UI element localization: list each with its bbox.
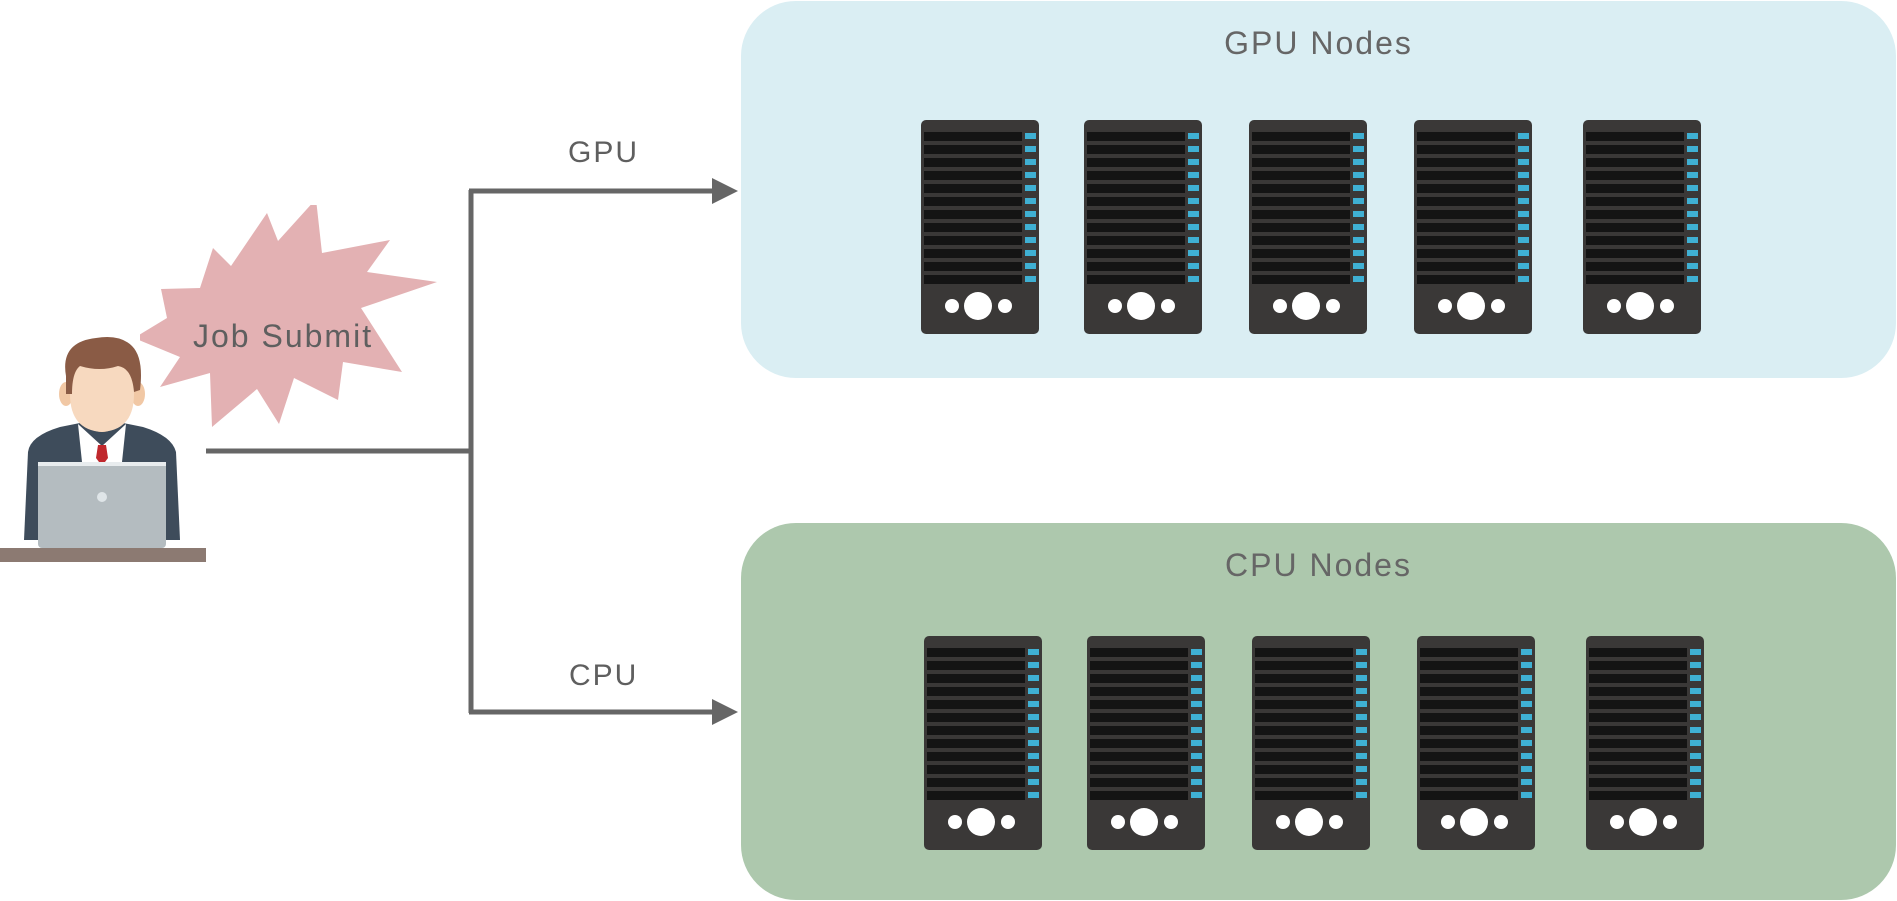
gpu-server-icon <box>1414 120 1532 334</box>
gpu-nodes-title: GPU Nodes <box>1224 25 1413 61</box>
cpu-server-icon <box>1586 636 1704 850</box>
cpu-nodes-title: CPU Nodes <box>1225 547 1412 583</box>
job-submit-label: Job Submit <box>193 318 374 354</box>
cpu-server-icon <box>1252 636 1370 850</box>
gpu-server-icon <box>1084 120 1202 334</box>
gpu-server-icon <box>1583 120 1701 334</box>
gpu-server-icon <box>921 120 1039 334</box>
cpu-server-icon <box>924 636 1042 850</box>
cpu-server-icon <box>1417 636 1535 850</box>
gpu-arrowhead <box>712 178 738 204</box>
user-at-laptop-icon <box>0 337 206 562</box>
explosion-burst-shape <box>140 205 437 427</box>
cpu-server-icon <box>1087 636 1205 850</box>
gpu-route-label: GPU <box>568 136 640 169</box>
cpu-arrowhead <box>712 699 738 725</box>
cpu-route-label: CPU <box>569 659 639 692</box>
gpu-server-icon <box>1249 120 1367 334</box>
